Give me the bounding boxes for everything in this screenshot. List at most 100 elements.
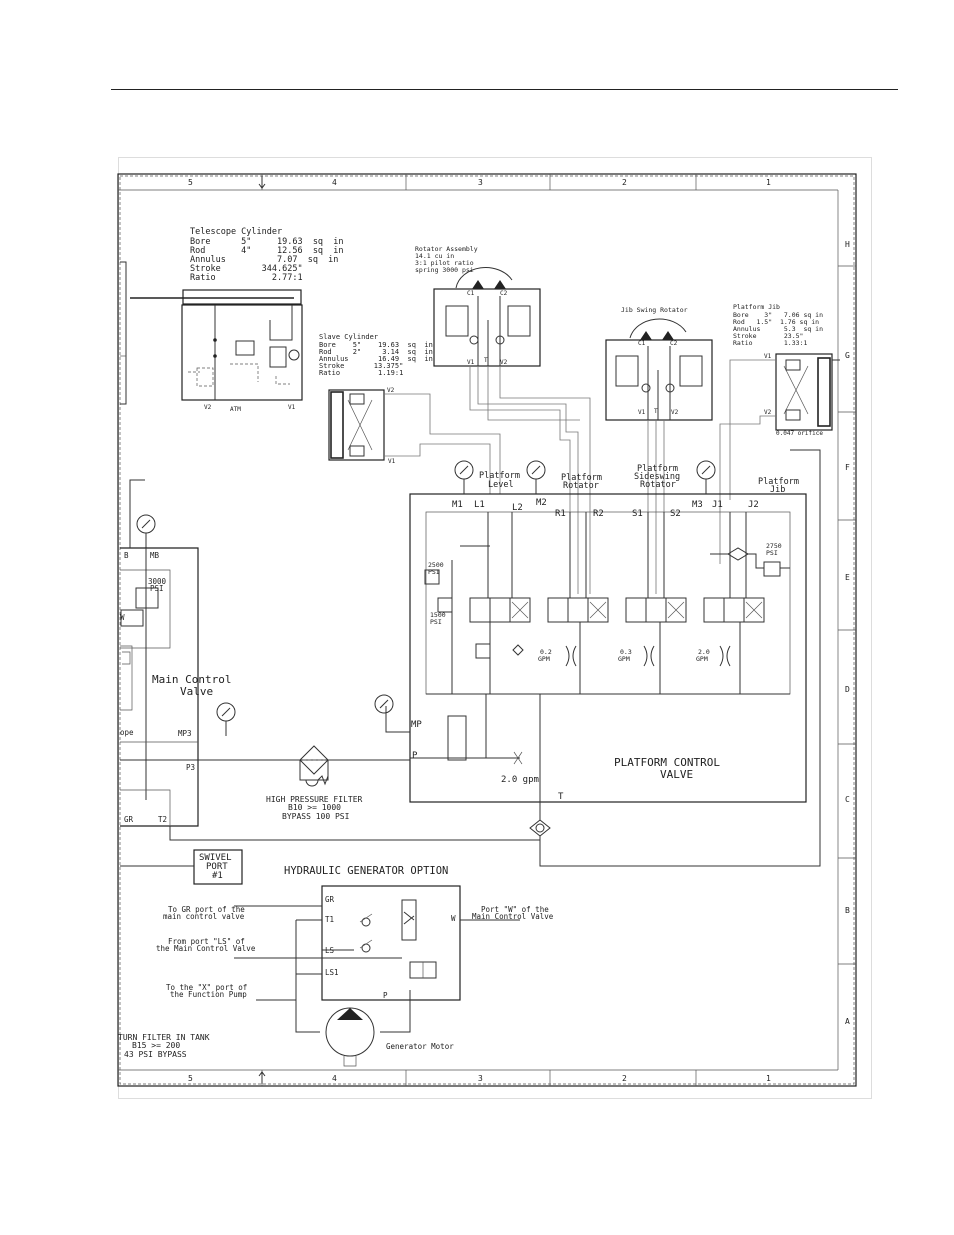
grid-row-label: G [845, 351, 850, 360]
grid-col-label: 3 [478, 1074, 483, 1083]
port-label: MP [411, 720, 422, 730]
platjib-spec: Annulus 5.3 sq in [733, 325, 823, 333]
swivel-label: #1 [212, 871, 223, 881]
relief-label: 2500 [428, 561, 444, 569]
center-arrow-top [258, 176, 266, 189]
swivel-port [120, 849, 243, 885]
grid-col-label: 2 [622, 178, 627, 187]
grid-col-label: 4 [332, 1074, 337, 1083]
grid-col-label: 4 [332, 178, 337, 187]
gauge-icon [136, 460, 716, 736]
port-label: M2 [536, 498, 547, 508]
port-label: T1 [325, 915, 334, 924]
flow-label: 2.0 [698, 648, 710, 656]
port-label: M3 [692, 500, 703, 510]
hydraulic-generator-option [234, 885, 520, 1067]
gauge-label: Platform [637, 464, 678, 474]
port-label: J1 [712, 500, 723, 510]
port-label: V2 [204, 404, 212, 411]
relief-label: PSI [766, 549, 778, 557]
port-label: P [383, 991, 388, 1000]
gauge-label: Sideswing [634, 472, 680, 482]
flow-label: GPM [618, 655, 630, 663]
telescope-cylinder-symbol [120, 261, 303, 405]
port-label: GR [124, 815, 134, 824]
port-label: T [558, 792, 564, 802]
hgo-note: From port "LS" of [168, 937, 245, 946]
rotator-spec: 14.1 cu in [415, 252, 454, 260]
relief-label: PSI [430, 618, 442, 626]
port-label: P3 [186, 763, 195, 772]
hgo-note: main control valve [163, 912, 245, 921]
port-label: LS1 [325, 968, 339, 977]
port-label: J2 [748, 500, 759, 510]
port-label: V1 [638, 409, 646, 416]
return-filter-label: TURN FILTER IN TANK [118, 1033, 210, 1042]
center-arrow-bottom [258, 1071, 266, 1084]
return-filter-label: 43 PSI BYPASS [124, 1050, 187, 1059]
port-label: B [124, 551, 129, 560]
port-label: T [654, 408, 658, 415]
relief-label: 1500 [430, 611, 446, 619]
gauge-label: Platform [479, 471, 520, 481]
port-label: S1 [632, 509, 643, 519]
slave-spec: Rod 2" 3.14 sq in [319, 348, 433, 356]
telescope-spec: Ratio 2.77:1 [190, 273, 303, 283]
gauge-label: Level [488, 480, 514, 490]
high-pressure-filter [299, 745, 329, 787]
swivel-label: PORT [206, 862, 228, 872]
grid-col-label: 1 [766, 178, 771, 187]
port-label: V2 [500, 359, 508, 366]
grid-row-label: E [845, 573, 850, 582]
platform-control-valve [385, 493, 807, 820]
slave-title: Slave Cylinder [319, 333, 378, 341]
port-label: LS [325, 946, 335, 955]
platjib-spec: Bore 3" 7.06 sq in [733, 311, 823, 319]
port-label: MP3 [178, 729, 192, 738]
gauge-label: Platform [561, 473, 602, 483]
platform-jib-symbol [719, 353, 840, 564]
filter-label: BYPASS 100 PSI [282, 812, 350, 821]
platjib-spec: Rod 1.5" 1.76 sq in [733, 318, 819, 326]
platjib-spec: Stroke 23.5" [733, 332, 803, 340]
cut-label: ope [120, 728, 134, 737]
platjib-title: Platform Jib [733, 303, 780, 311]
port-label: C2 [500, 290, 508, 297]
grid-row-label: C [845, 795, 850, 804]
jibswing-title: Jib Swing Rotator [621, 306, 688, 314]
port-label: W [451, 914, 456, 923]
hgo-note: the Function Pump [170, 990, 247, 999]
relief-label: PSI [150, 584, 164, 593]
port-label: GR [325, 895, 335, 904]
rotator-title: Rotator Assembly [415, 245, 478, 253]
port-label: V1 [467, 359, 475, 366]
return-filter-label: B15 >= 200 [132, 1041, 180, 1050]
port-label: V1 [388, 458, 396, 465]
flow-label: GPM [696, 655, 708, 663]
hgo-note: To the "X" port of [166, 983, 247, 992]
gauge-label: Jib [770, 485, 785, 495]
relief-label: 3000 [148, 577, 167, 586]
telescope-spec: Bore 5" 19.63 sq in [190, 237, 344, 247]
port-label: C2 [670, 340, 678, 347]
port-label: L1 [474, 500, 485, 510]
rotator-assembly-symbol [433, 267, 591, 594]
relief-label: PSI [428, 568, 440, 576]
pcv-title: PLATFORM CONTROL [614, 756, 720, 769]
port-label: V1 [288, 404, 296, 411]
port-label: R2 [593, 509, 604, 519]
hgo-note: the Main Control Valve [156, 944, 256, 953]
slave-spec: Stroke 13.375" [319, 362, 403, 370]
flow-label: 0.3 [620, 648, 632, 656]
jib-swing-rotator-symbol [605, 318, 713, 594]
slave-spec: Annulus 16.49 sq in [319, 355, 433, 363]
port-label: MB [150, 551, 160, 560]
port-label: P [412, 751, 418, 761]
filter-label: HIGH PRESSURE FILTER [266, 795, 363, 804]
port-label: W [120, 613, 125, 622]
filter-label: B10 >= 1000 [288, 803, 341, 812]
port-label: V1 [764, 353, 772, 360]
port-label: V2 [764, 409, 772, 416]
check-valve [529, 449, 821, 867]
